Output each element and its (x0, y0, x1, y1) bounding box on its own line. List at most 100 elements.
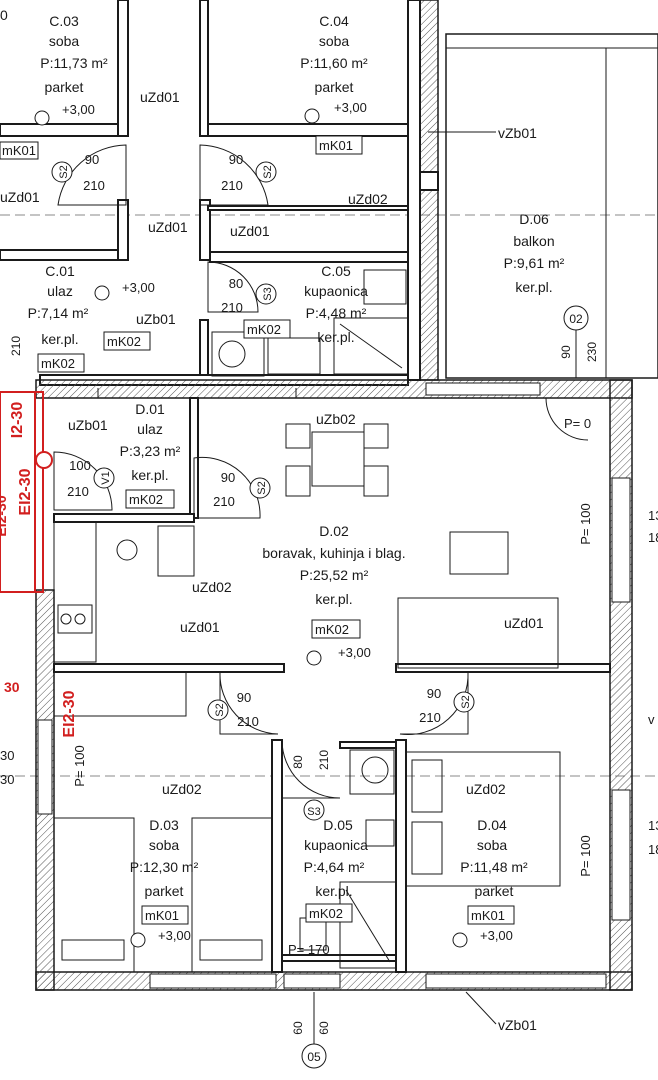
room-area: P:4,48 m² (306, 305, 367, 321)
edge-fragment: 13 (648, 818, 658, 833)
door-width: 90 (237, 690, 251, 705)
pillow (411, 759, 443, 813)
wall-label: uZb01 (136, 311, 176, 327)
axis-label: 02 (569, 312, 583, 326)
room-code: D.06 (519, 211, 549, 227)
level-value: +3,00 (338, 645, 371, 660)
door-height: 210 (221, 300, 243, 315)
sill-height: P= 100 (72, 745, 87, 787)
window-bedroom-d03[interactable] (37, 719, 53, 815)
room-name: soba (49, 33, 80, 49)
door-tag (207, 699, 229, 721)
bed (191, 817, 273, 973)
door-height: 210 (419, 710, 441, 725)
shower (339, 881, 397, 969)
wall-label: vZb01 (498, 1017, 537, 1033)
floor-type: ker.pl. (41, 331, 78, 347)
level-marker-icon (34, 110, 50, 126)
door-width: 80 (291, 755, 305, 769)
axis-label: 05 (307, 1050, 321, 1064)
mat-box (311, 619, 361, 639)
door-tag (51, 161, 73, 183)
door-type: S2 (256, 481, 268, 494)
level-marker-icon (130, 932, 146, 948)
wall (53, 663, 285, 673)
wall (209, 251, 409, 263)
door-height: 210 (317, 750, 331, 770)
mat-code: mK02 (41, 356, 75, 371)
room-code: C.04 (319, 13, 349, 29)
mat-code: mK02 (107, 334, 141, 349)
edge-fragment: 0 (0, 7, 8, 23)
room-name: balkon (513, 233, 554, 249)
door-tag (255, 161, 277, 183)
door-width: 80 (229, 276, 243, 291)
window-height: 90 (559, 345, 573, 359)
burner-icon (60, 613, 72, 625)
window-balcony[interactable] (425, 382, 541, 396)
leader-line (465, 991, 497, 1025)
bed (53, 817, 135, 973)
level-marker-icon (94, 285, 110, 301)
washing-machine (349, 749, 395, 795)
wall (207, 123, 409, 137)
room-area: P:7,14 m² (28, 305, 89, 321)
window-bottom-left[interactable] (149, 973, 277, 989)
fire-rating: I2-30 (9, 402, 26, 439)
washer-drum-icon (361, 756, 389, 784)
room-area: P:4,64 m² (304, 859, 365, 875)
mat-box (37, 353, 85, 373)
bed (405, 751, 561, 887)
pillow (61, 939, 125, 961)
floor-type: ker.pl. (315, 591, 352, 607)
mat-box (141, 905, 189, 925)
mat-code: mK02 (129, 492, 163, 507)
window-bottom-right[interactable] (425, 973, 607, 989)
mat-box (467, 905, 515, 925)
door-type: S3 (307, 806, 320, 818)
chair (363, 465, 389, 497)
edge-fragment: v (648, 712, 655, 727)
window-bathroom[interactable] (283, 973, 341, 989)
wall (419, 171, 439, 191)
window-bedroom-d04[interactable] (611, 789, 631, 921)
floor-type: parket (145, 883, 184, 899)
wall (0, 249, 129, 261)
floor-type: ker.pl. (515, 279, 552, 295)
mat-code: mK02 (247, 322, 281, 337)
door-tag (255, 283, 277, 305)
burner-icon (74, 613, 86, 625)
level-value: +3,00 (480, 928, 513, 943)
chair (285, 465, 311, 497)
wall-label: uZd02 (466, 781, 506, 797)
wall (199, 199, 211, 261)
door-width: 100 (69, 458, 91, 473)
edge-fragment: 18 (648, 842, 658, 857)
mat-box (243, 319, 291, 339)
mat-box (125, 489, 175, 509)
fire-rating: EI2-30 (61, 690, 78, 737)
wall (207, 205, 409, 211)
level-marker-icon (452, 932, 468, 948)
toilet (363, 269, 407, 305)
bathroom-sink (267, 337, 321, 375)
shower-diagonal (339, 323, 403, 369)
edge-fragment: 30 (0, 748, 14, 763)
door-height: 210 (221, 178, 243, 193)
room-code: D.04 (477, 817, 507, 833)
wall (53, 513, 195, 523)
room-name: kupaonica (304, 837, 368, 853)
floor-type: parket (475, 883, 514, 899)
fire-rating-fragment: EI2-30 (0, 495, 9, 536)
wall-label: vZb01 (498, 125, 537, 141)
room-name: ulaz (137, 421, 163, 437)
floor-type: parket (45, 79, 84, 95)
floor-type: ker.pl. (317, 329, 354, 345)
wall-label: uZd02 (162, 781, 202, 797)
edge-fragment: 18 (648, 530, 658, 545)
shower-diagonal (345, 889, 391, 963)
window-living[interactable] (611, 477, 631, 603)
door-swing (281, 739, 341, 799)
sill-height: P= 100 (578, 503, 593, 545)
